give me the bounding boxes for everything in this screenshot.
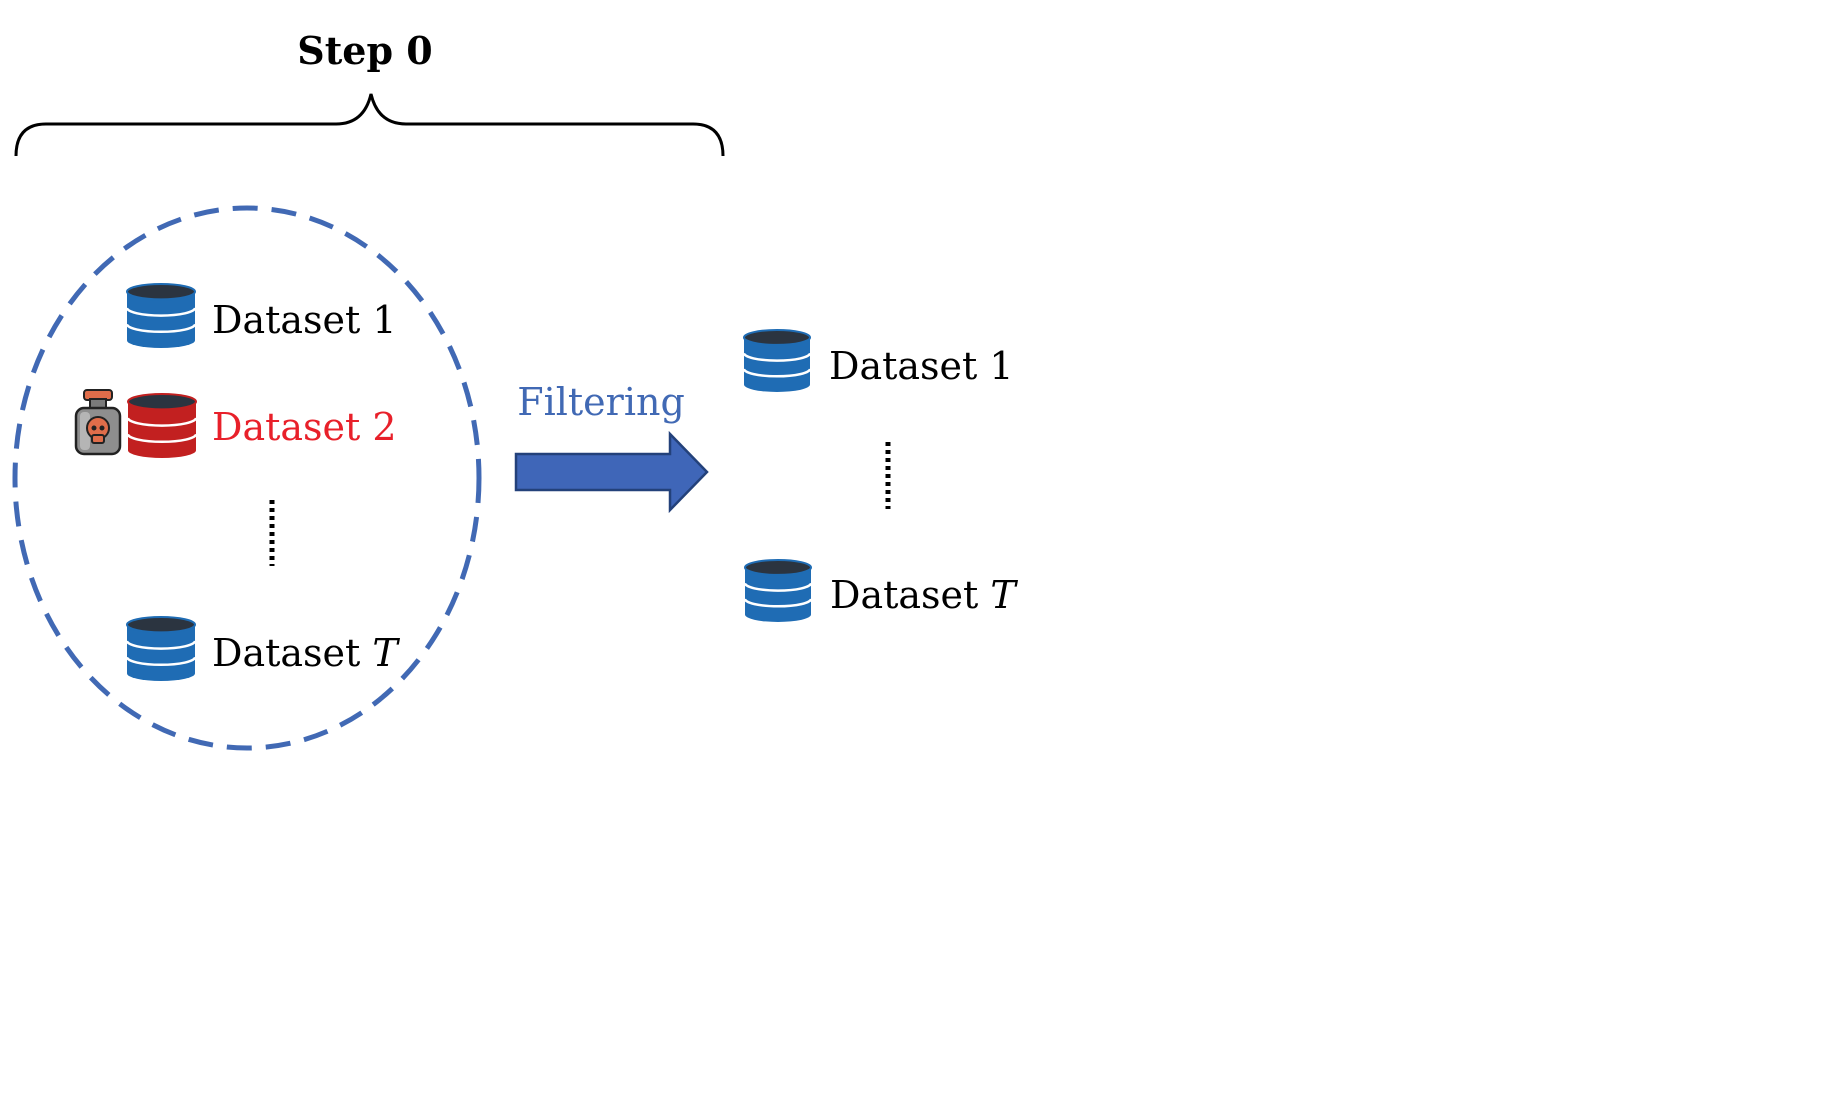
- left-dataset-1: Dataset 1: [125, 283, 397, 349]
- poison-bottle-icon: [74, 389, 122, 456]
- dataset-label-index: 1: [989, 344, 1013, 388]
- svg-text:Dataset 1: Dataset 1: [829, 344, 1014, 388]
- dataset-label-index: 1: [372, 298, 396, 342]
- brace: [14, 93, 725, 157]
- step-title: Step 0: [297, 28, 432, 73]
- dataset-label-prefix: Dataset: [830, 573, 978, 617]
- database-icon: [743, 559, 813, 623]
- svg-text:Dataset T: Dataset T: [212, 631, 400, 675]
- dataset-label-prefix: Dataset: [829, 344, 977, 388]
- database-icon: [126, 393, 198, 459]
- filtering-label: Filtering: [517, 380, 685, 424]
- right-dataset-1: Dataset 1: [742, 329, 1014, 393]
- svg-text:Dataset 2: Dataset 2: [212, 405, 397, 449]
- filtering-arrow: [514, 430, 709, 514]
- svg-text:Dataset T: Dataset T: [830, 573, 1018, 617]
- right-dataset-t: Dataset T: [743, 559, 1018, 623]
- dataset-label-index: T: [372, 631, 400, 675]
- dataset-label-prefix: Dataset: [212, 405, 360, 449]
- database-icon: [125, 616, 197, 682]
- database-icon: [125, 283, 197, 349]
- dataset-label-index: T: [990, 573, 1018, 617]
- dataset-label-index: 2: [372, 405, 396, 449]
- dashed-group-ellipse: [12, 205, 482, 751]
- dataset-label-prefix: Dataset: [212, 631, 360, 675]
- dataset-label-prefix: Dataset: [212, 298, 360, 342]
- svg-text:Dataset 1: Dataset 1: [212, 298, 397, 342]
- left-dataset-t: Dataset T: [125, 616, 400, 682]
- database-icon: [742, 329, 812, 393]
- left-dataset-2: Dataset 2: [74, 389, 397, 459]
